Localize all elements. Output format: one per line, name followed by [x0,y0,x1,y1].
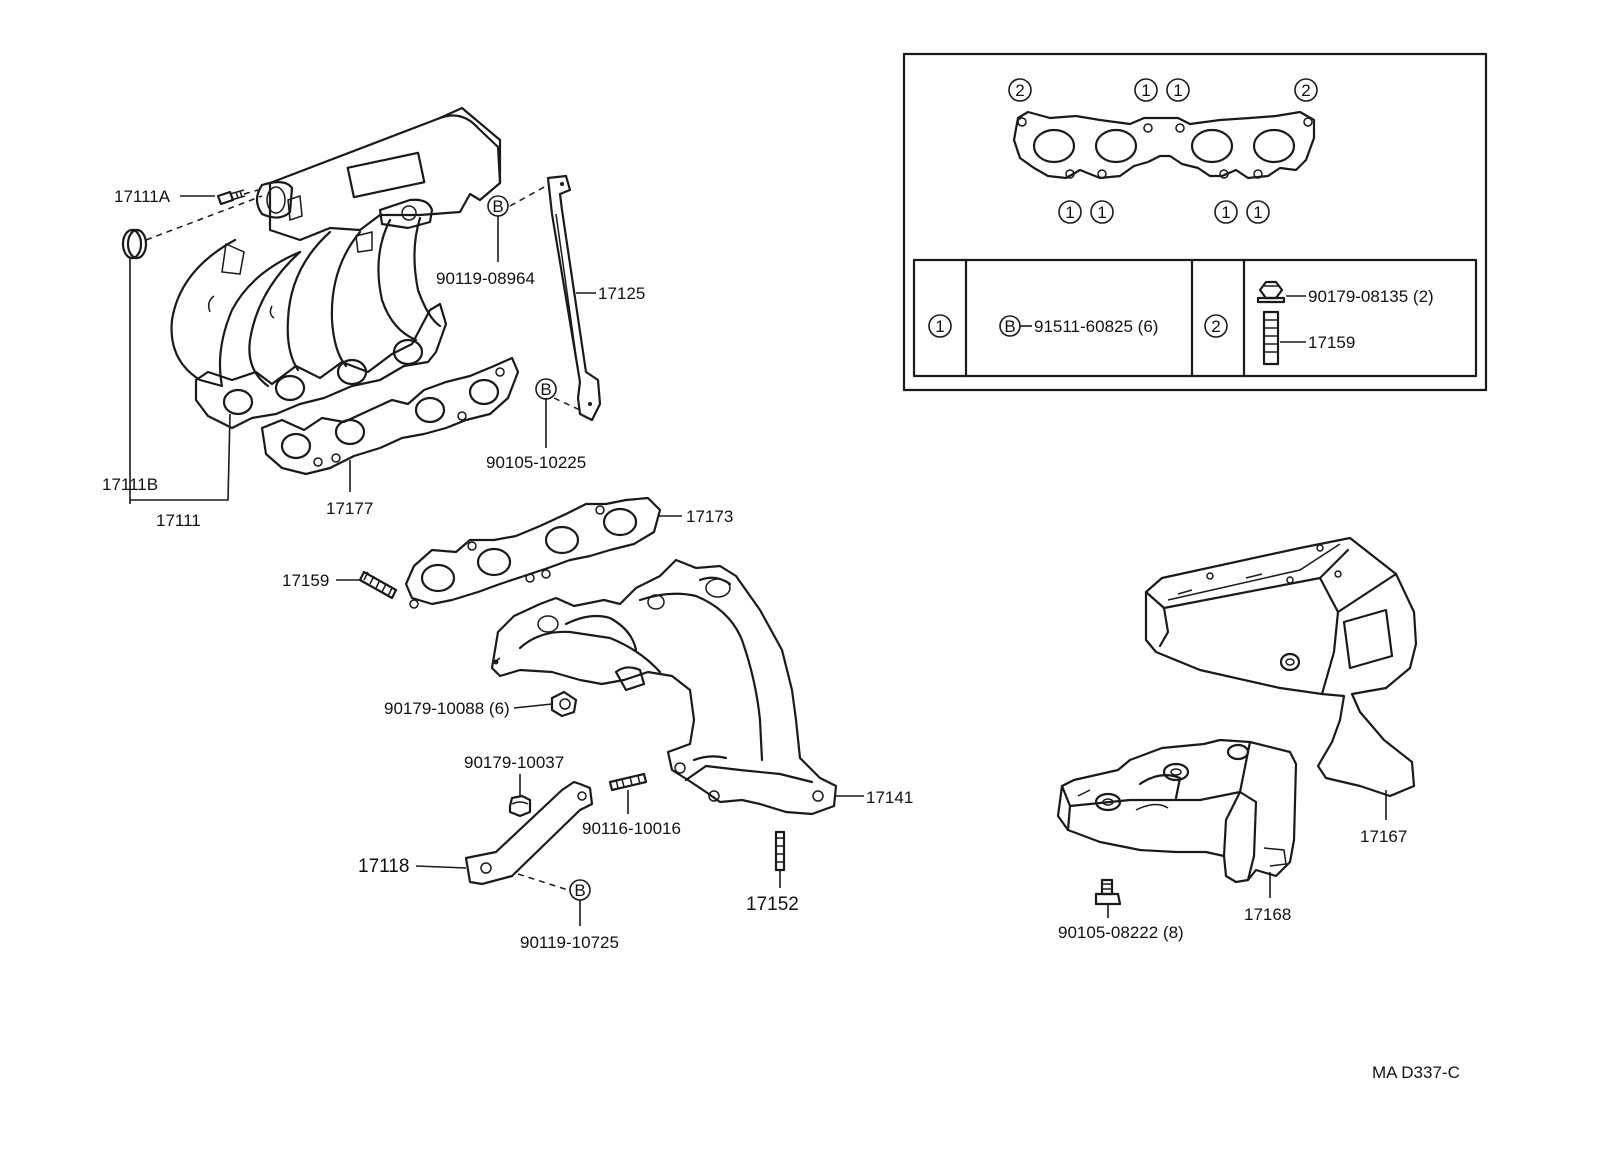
svg-text:2: 2 [1015,81,1024,100]
label-17152: 17152 [746,894,799,915]
legend-stud-icon [1262,310,1280,366]
diagram-code: MA D337-C [1372,1063,1460,1082]
intake-manifold-drawing [170,106,502,430]
leader-b-upper [509,185,547,207]
label-90119-08964: 90119-08964 [436,269,535,288]
svg-text:B: B [574,881,585,900]
svg-text:1: 1 [1065,203,1074,222]
exhaust-manifold-17141 [490,558,838,816]
inset-marker-1-bot-d: 1 [1246,200,1270,224]
svg-text:1: 1 [1221,203,1230,222]
legend-part-91511-60825: 91511-60825 (6) [1034,317,1158,336]
legend-part-17159: 17159 [1308,333,1355,352]
b-marker-upper: B [487,195,509,217]
label-17167: 17167 [1360,827,1407,846]
label-17173: 17173 [686,507,733,526]
inset-marker-2-right: 2 [1294,78,1318,102]
label-17118: 17118 [358,856,409,877]
svg-text:B: B [1004,317,1015,336]
leader-lines [129,195,1387,926]
svg-text:1: 1 [1141,81,1150,100]
svg-text:B: B [492,197,503,216]
leader-b-bracket [517,873,569,891]
label-90179-10088: 90179-10088 (6) [384,699,510,718]
nut-90179-10037 [508,794,532,818]
bracket-17118 [464,780,594,886]
stud-17159 [358,570,398,600]
label-17177: 17177 [326,499,373,518]
leader-b-lower [553,397,581,411]
label-17125: 17125 [598,284,645,303]
inset-marker-1-bot-a: 1 [1058,200,1082,224]
svg-text:2: 2 [1211,317,1220,336]
label-17111b: 17111B [102,475,158,494]
nut-90179-10088 [550,690,578,718]
label-90116-10016: 90116-10016 [582,819,681,838]
inset-marker-1-top-b: 1 [1166,78,1190,102]
label-17159: 17159 [282,571,329,590]
label-17111a: 17111A [114,187,171,206]
inset-marker-1-bot-c: 1 [1214,200,1238,224]
stud-90116-10016 [608,772,648,792]
intake-gasket-17177 [260,356,520,476]
label-17141: 17141 [866,788,913,807]
svg-text:1: 1 [1173,81,1182,100]
inset-marker-2-left: 2 [1008,78,1032,102]
leader-stud [243,189,259,195]
svg-text:1: 1 [935,317,944,336]
o-ring-17111b [121,228,148,260]
heat-insulator-17167 [1144,536,1418,798]
label-17111: 17111 [156,511,201,530]
label-17168: 17168 [1244,905,1291,924]
b-marker-bracket: B [569,879,591,901]
b-marker-lower: B [535,378,557,400]
inset-marker-1-bot-b: 1 [1090,200,1114,224]
exhaust-gasket-17173 [404,496,662,609]
legend-part-90179-08135: 90179-08135 (2) [1308,287,1434,306]
bolt-90105-08222 [1094,878,1122,906]
legend-b-marker: B [999,315,1021,337]
stay-17125 [546,174,602,422]
legend-nut-icon [1256,280,1286,304]
label-90179-10037: 90179-10037 [464,753,564,772]
bolt-location-inset: 2 1 1 2 1 1 1 1 1 B 91511-60825 (6) 2 90… [902,52,1488,392]
legend-marker-1: 1 [928,314,952,338]
svg-text:B: B [540,380,551,399]
stud-17152 [774,830,786,872]
svg-text:1: 1 [1097,203,1106,222]
heat-insulator-17168 [1056,738,1298,884]
stud-17111a [216,189,246,206]
svg-text:2: 2 [1301,81,1310,100]
label-90105-10225: 90105-10225 [486,453,586,472]
leader-o-ring [145,195,263,241]
label-90119-10725: 90119-10725 [520,933,619,952]
label-90105-08222: 90105-08222 (8) [1058,923,1184,942]
svg-text:1: 1 [1253,203,1262,222]
inset-marker-1-top-a: 1 [1134,78,1158,102]
legend-marker-2: 2 [1204,314,1228,338]
